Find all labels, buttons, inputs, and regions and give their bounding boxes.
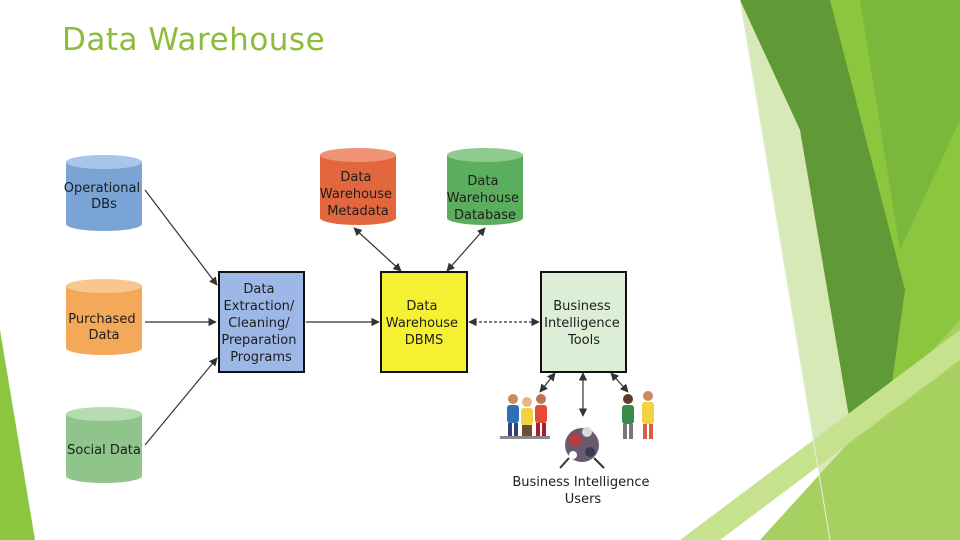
operational-line-1: Operational — [64, 181, 140, 196]
svg-text:Operational DBs: Operational DBs — [64, 181, 144, 212]
svg-text:Business Intelligence: Business Intelligence Tools — [544, 299, 624, 348]
dbms-line-2: Warehouse — [386, 316, 458, 331]
svg-text:Data Extraction/ C: Data Extraction/ Cleaning/ Preparation P… — [221, 282, 300, 365]
cylinder-warehouse-database: Data Warehouse Database — [447, 148, 523, 225]
arrow-operational-to-etl — [144, 189, 218, 286]
svg-text:Data Warehouse Met: Data Warehouse Metadata — [320, 170, 396, 219]
etl-line-4: Preparation — [221, 333, 296, 348]
etl-line-2: Extraction/ — [224, 299, 295, 314]
svg-text:Data Warehouse Dat: Data Warehouse Database — [447, 174, 523, 223]
arrow-metadata-dbms — [353, 227, 402, 272]
metadata-line-2: Warehouse — [320, 187, 392, 202]
purchased-line-2: Data — [88, 328, 119, 343]
person-center-icon — [559, 427, 605, 469]
svg-text:Data Warehouse DBM: Data Warehouse DBMS — [386, 299, 462, 348]
box-etl: Data Extraction/ Cleaning/ Preparation P… — [218, 271, 305, 373]
bi-users-label: Business Intelligence Users — [512, 475, 653, 507]
bi-users-line-2: Users — [565, 492, 602, 507]
bi-users-line-1: Business Intelligence — [512, 475, 649, 490]
bi-tools-line-2: Intelligence — [544, 316, 620, 331]
arrow-database-dbms — [446, 227, 486, 272]
etl-line-5: Programs — [230, 350, 292, 365]
arrow-bi-tools-users-left — [539, 372, 556, 393]
arrow-social-to-etl — [144, 357, 218, 446]
bi-tools-line-3: Tools — [567, 333, 600, 348]
operational-line-2: DBs — [91, 197, 117, 212]
dbms-line-3: DBMS — [405, 333, 443, 348]
etl-line-3: Cleaning/ — [228, 316, 290, 331]
database-line-3: Database — [454, 208, 516, 223]
metadata-line-3: Metadata — [327, 204, 389, 219]
box-bi-tools: Business Intelligence Tools — [540, 271, 627, 373]
cylinder-social-data: Social Data — [66, 407, 142, 483]
svg-text:Social Data: Social Data — [67, 443, 141, 458]
cylinder-purchased-data: Purchased Data — [66, 279, 142, 355]
people-group-left-icon — [500, 394, 550, 439]
social-line-1: Social Data — [67, 443, 141, 458]
people-group-right-icon — [622, 391, 654, 439]
bi-tools-line-1: Business — [553, 299, 611, 314]
slide-title: Data Warehouse — [62, 22, 326, 58]
arrows — [144, 189, 629, 446]
metadata-line-1: Data — [340, 170, 371, 185]
database-line-1: Data — [467, 174, 498, 189]
purchased-line-1: Purchased — [68, 312, 135, 327]
dbms-line-1: Data — [406, 299, 437, 314]
cylinder-operational-dbs: Operational DBs — [64, 155, 144, 231]
svg-text:Purchased Data: Purchased Data — [68, 312, 139, 343]
cylinder-warehouse-metadata: Data Warehouse Metadata — [320, 148, 396, 225]
box-dbms: Data Warehouse DBMS — [380, 271, 468, 373]
etl-line-1: Data — [243, 282, 274, 297]
arrow-bi-tools-users-right — [610, 372, 629, 393]
database-line-2: Warehouse — [447, 191, 519, 206]
